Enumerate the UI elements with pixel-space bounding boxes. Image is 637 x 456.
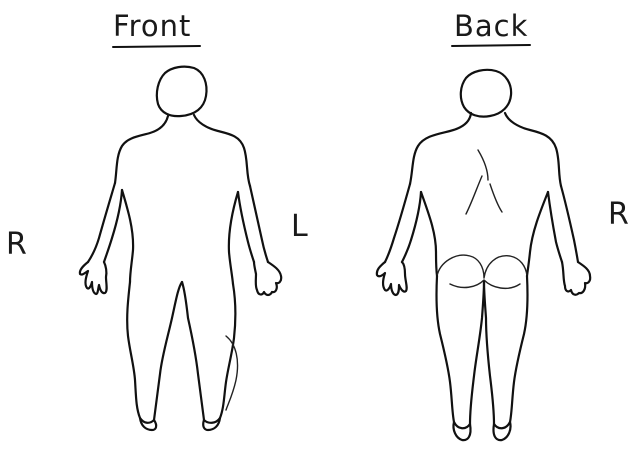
back-buttocks bbox=[437, 255, 527, 288]
back-right-arm bbox=[548, 186, 578, 262]
back-left-leg bbox=[436, 276, 484, 428]
front-title-underline bbox=[113, 46, 200, 47]
back-head bbox=[461, 70, 511, 117]
back-left-hand bbox=[377, 262, 407, 295]
front-title: Front bbox=[113, 9, 191, 43]
back-title-underline bbox=[452, 45, 530, 46]
front-right-hand bbox=[80, 262, 107, 294]
back-title: Back bbox=[454, 9, 528, 43]
front-right-label: R bbox=[6, 227, 27, 262]
back-right-hand bbox=[562, 262, 590, 295]
front-body-figure bbox=[80, 67, 281, 430]
back-body-figure bbox=[377, 70, 590, 440]
front-left-leg bbox=[182, 282, 235, 423]
front-left-arm bbox=[238, 186, 268, 262]
front-left-label: L bbox=[291, 209, 308, 244]
back-neck-shoulders bbox=[410, 113, 561, 186]
front-left-hand bbox=[254, 262, 281, 295]
back-right-label: R bbox=[608, 197, 629, 232]
back-left-arm bbox=[385, 184, 421, 262]
back-torso bbox=[421, 192, 548, 276]
front-head bbox=[157, 67, 207, 117]
back-spine-detail bbox=[466, 150, 502, 214]
front-right-leg bbox=[127, 282, 182, 423]
back-right-leg bbox=[484, 276, 528, 428]
front-neck-shoulders bbox=[115, 115, 250, 186]
front-right-arm bbox=[88, 183, 122, 262]
front-torso bbox=[122, 190, 238, 284]
